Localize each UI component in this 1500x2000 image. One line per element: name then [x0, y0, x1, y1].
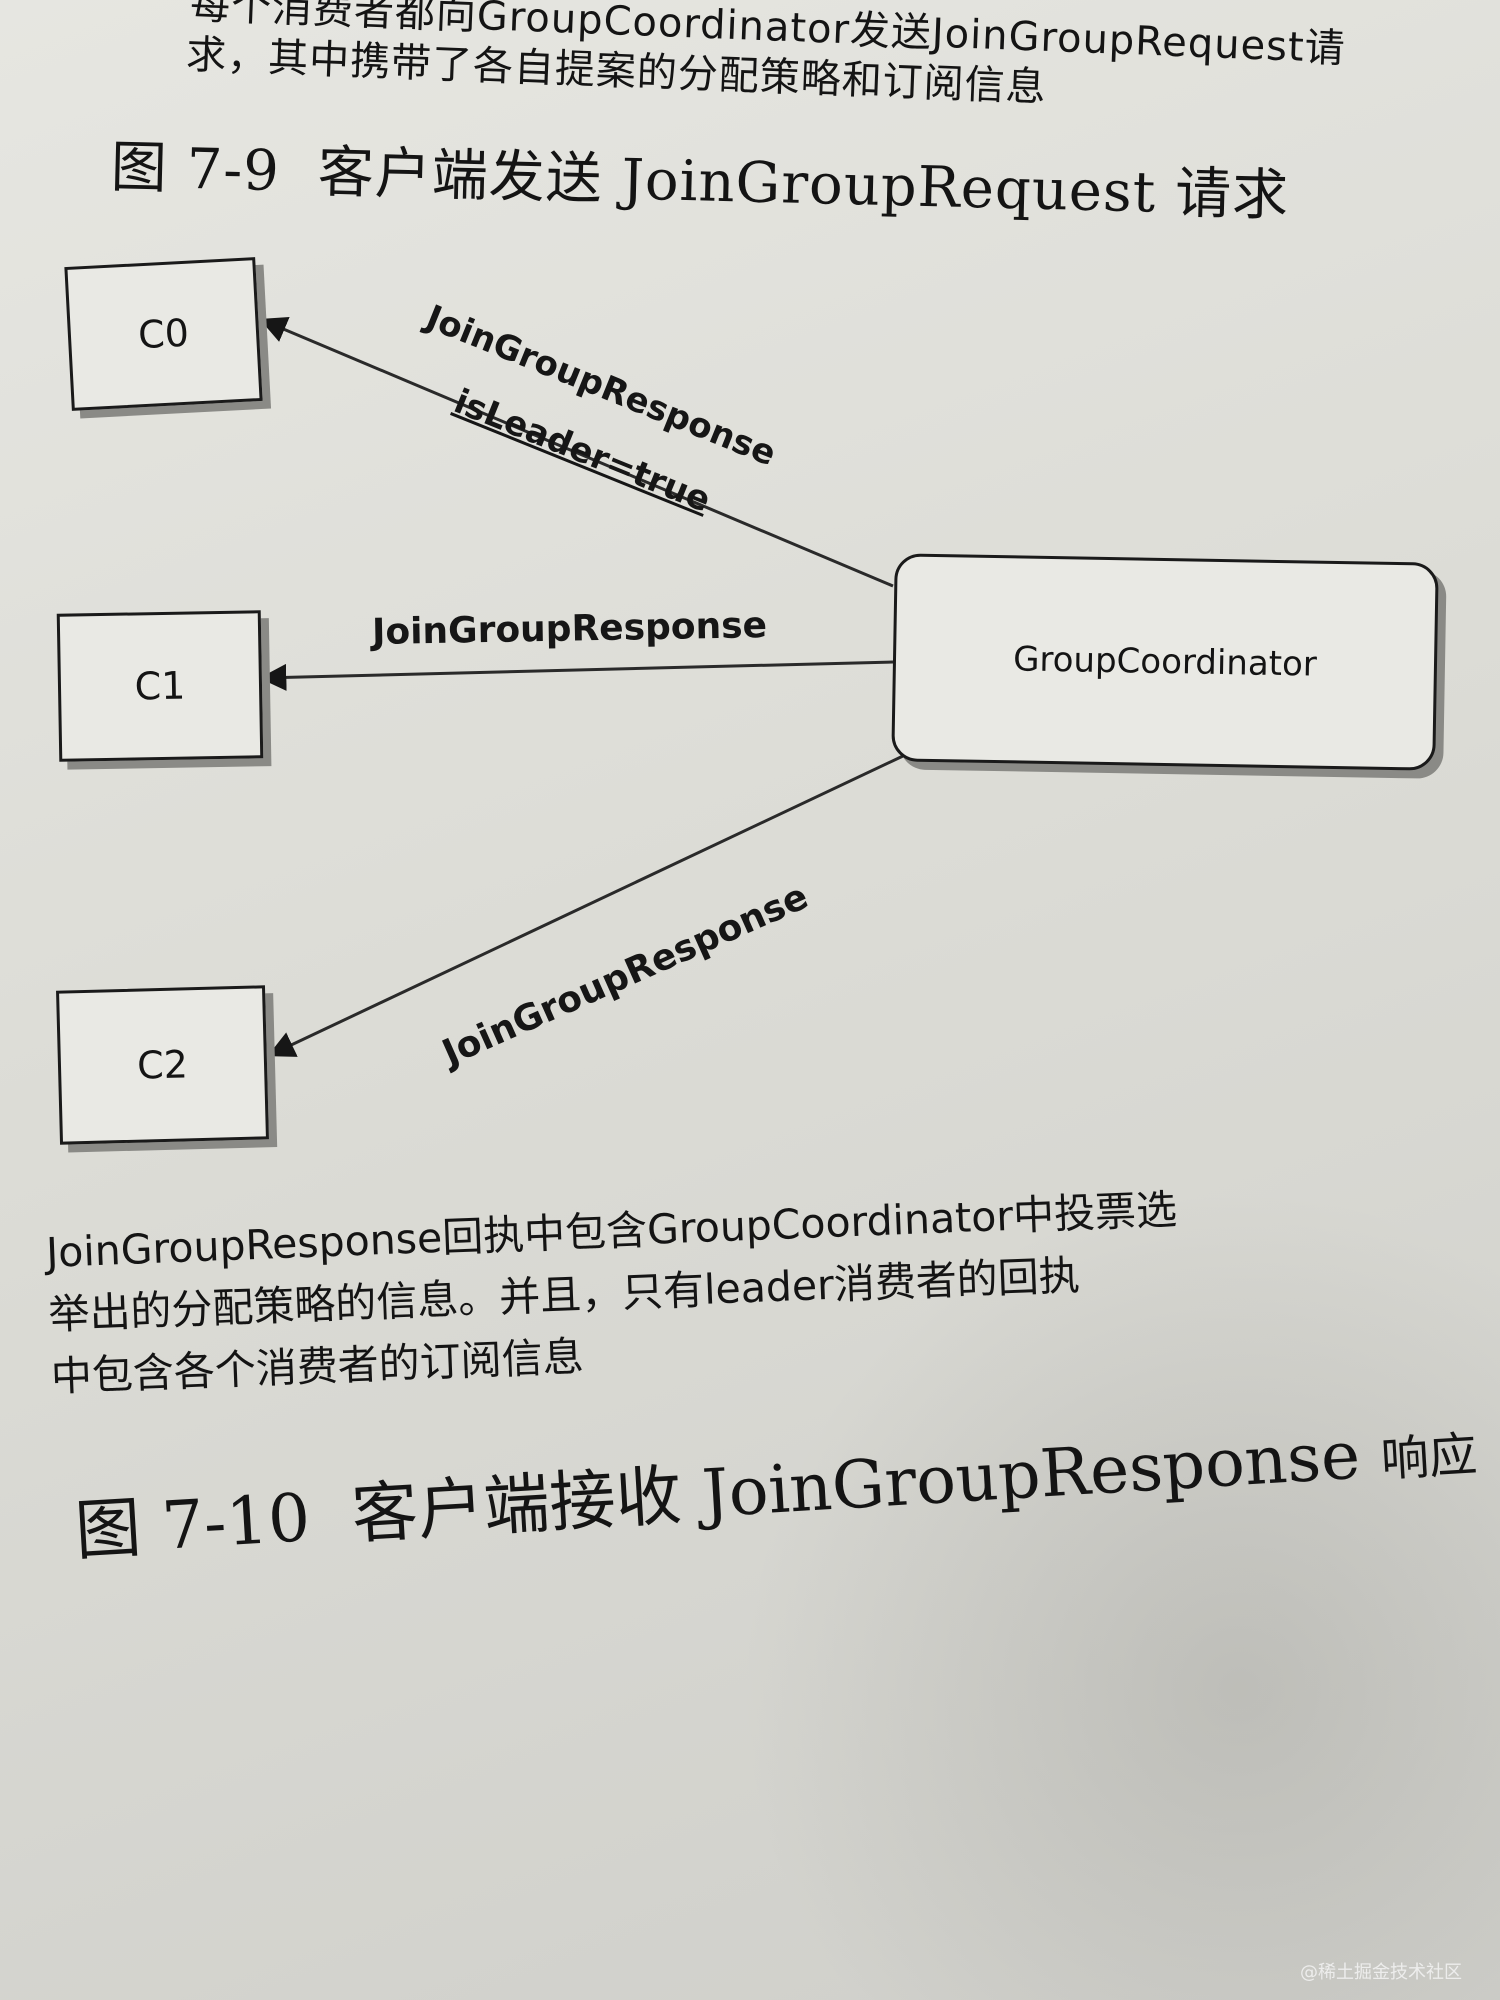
- node-c1-label: C1: [134, 663, 186, 709]
- node-c0-label: C0: [137, 310, 190, 358]
- page-shadow: [700, 1150, 1500, 2000]
- watermark: @稀土掘金技术社区: [1300, 1962, 1462, 1983]
- node-group-coordinator-label: GroupCoordinator: [1012, 639, 1318, 685]
- edge-label-c1-response: JoinGroupResponse: [371, 605, 768, 653]
- node-c2: C2: [56, 985, 269, 1145]
- node-c2-label: C2: [136, 1042, 189, 1088]
- node-c1: C1: [56, 610, 264, 762]
- node-c0: C0: [64, 257, 263, 411]
- figure-7-10-number: 图 7-10: [72, 1479, 313, 1570]
- edge-coordinator-to-c0: [259, 316, 894, 588]
- edge-coordinator-to-c2: [267, 754, 904, 1057]
- node-group-coordinator: GroupCoordinator: [891, 553, 1439, 771]
- figure-7-10-title-tail: 响应: [1379, 1426, 1479, 1489]
- edge-coordinator-to-c1: [259, 660, 894, 691]
